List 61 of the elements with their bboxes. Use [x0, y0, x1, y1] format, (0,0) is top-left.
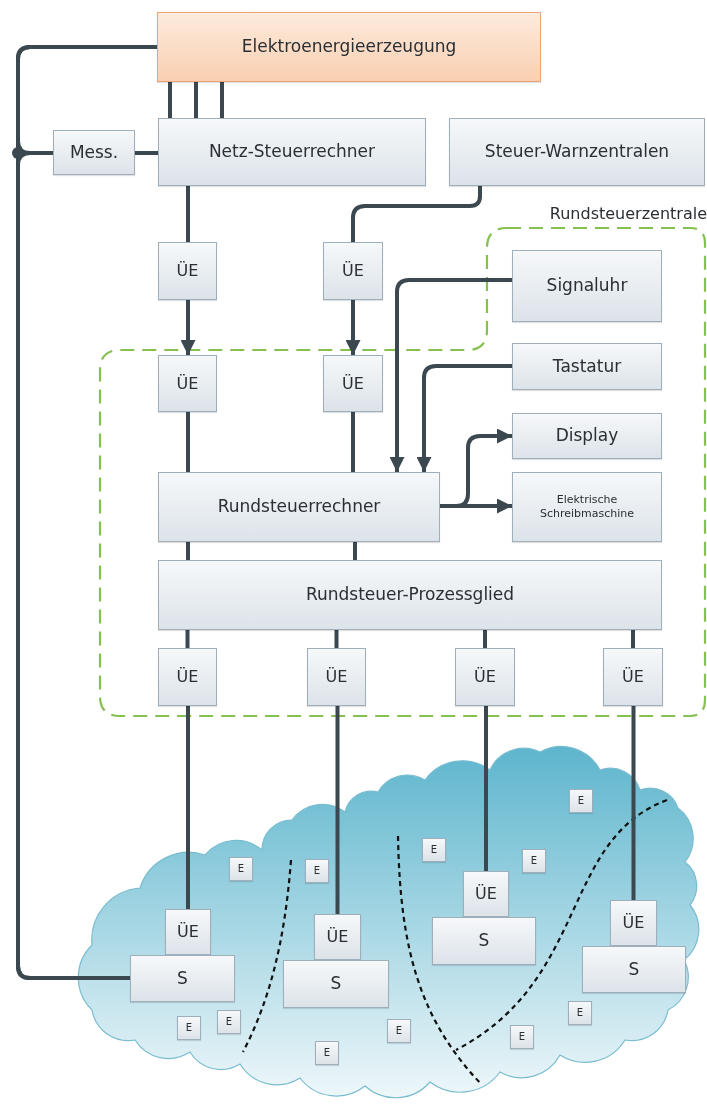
transfer-unit-box: ÜE [323, 355, 383, 412]
transfer-unit-box: ÜE [158, 242, 217, 300]
connector-line [335, 706, 340, 914]
process-box: S [582, 946, 686, 993]
process-box: Mess. [53, 130, 135, 175]
transfer-unit-box: ÜE [165, 909, 211, 955]
connector-line [186, 412, 190, 472]
transfer-unit-box: ÜE [314, 914, 361, 960]
process-box: Tastatur [512, 343, 662, 390]
connector-line [351, 412, 355, 472]
transfer-unit-box: ÜE [158, 355, 217, 412]
small-box: E [510, 1025, 534, 1049]
source-box: Elektroenergieerzeugung [157, 12, 541, 82]
connector-line [168, 82, 172, 118]
connector-line [185, 630, 190, 648]
transfer-unit-box: ÜE [307, 648, 366, 706]
small-box: E [177, 1016, 201, 1040]
process-box: Elektrische Schreibmaschine [512, 472, 662, 542]
connector-line [186, 542, 190, 560]
connector-line [186, 706, 190, 909]
transfer-unit-box: ÜE [610, 900, 657, 946]
transfer-unit-box: ÜE [463, 871, 509, 917]
connector-line [194, 82, 198, 118]
process-box: S [130, 955, 235, 1002]
small-box: E [569, 789, 593, 813]
small-box: E [387, 1019, 411, 1043]
process-box: S [283, 960, 389, 1008]
connector-line [334, 630, 339, 648]
connector-line [220, 82, 224, 118]
process-box: Netz-Steuerrechner [158, 118, 426, 186]
process-box: Display [512, 413, 662, 459]
connector-line [16, 45, 157, 155]
connector-line [135, 151, 158, 155]
arrow [416, 364, 512, 472]
process-box: Rundsteuer-Prozessglied [158, 560, 662, 630]
small-box: E [229, 857, 253, 881]
transfer-unit-box: ÜE [455, 648, 515, 706]
small-box: E [422, 838, 446, 862]
group-label: Rundsteuerzentrale [549, 203, 707, 225]
transfer-unit-box: ÜE [158, 648, 217, 706]
connector-line [631, 706, 636, 900]
arrow [180, 300, 196, 355]
arrow [345, 300, 361, 355]
transfer-unit-box: ÜE [323, 242, 383, 300]
connector-line [186, 186, 190, 242]
arrow [440, 498, 512, 514]
connector-line [483, 630, 487, 648]
small-box: E [315, 1041, 339, 1065]
small-box: E [217, 1010, 241, 1034]
process-box: S [432, 917, 536, 965]
small-box: E [305, 859, 329, 883]
small-box: E [568, 1001, 592, 1025]
transfer-unit-box: ÜE [603, 648, 663, 706]
connector-line [484, 706, 488, 871]
connector-line [353, 542, 357, 560]
process-box: Rundsteuerrechner [158, 472, 440, 542]
connector-line [631, 630, 635, 648]
process-box: Signaluhr [512, 250, 662, 322]
small-box: E [522, 849, 546, 873]
arrow [389, 278, 512, 472]
process-box: Steuer-Warnzentralen [449, 118, 705, 186]
